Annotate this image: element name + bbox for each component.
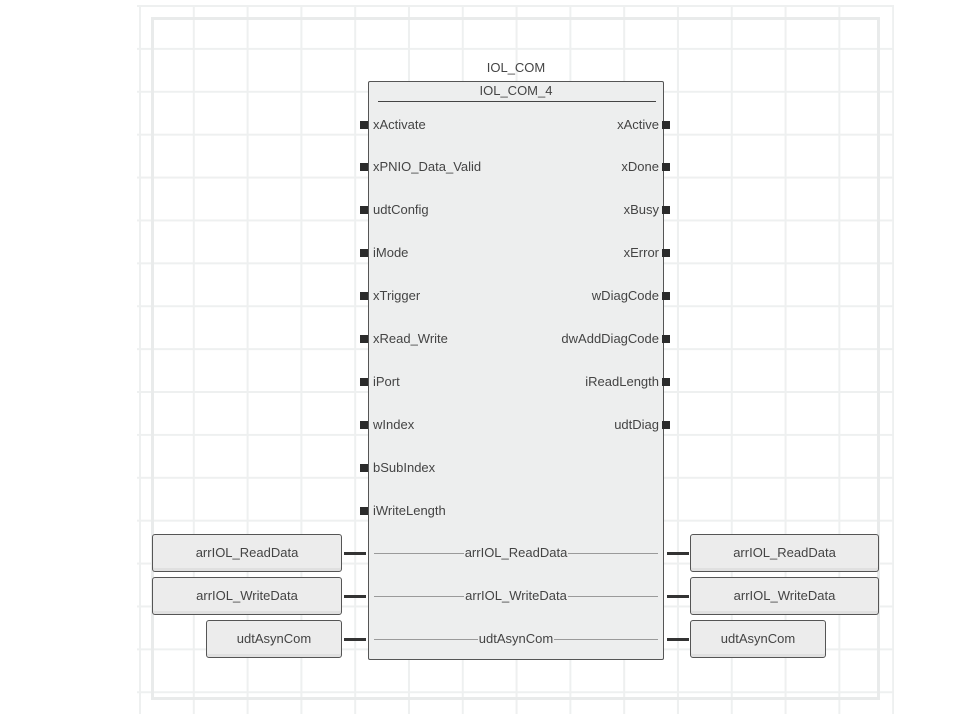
pin-connector-icon[interactable] [662, 206, 670, 214]
left-connection-wire[interactable] [344, 638, 366, 641]
right-variable-box[interactable]: udtAsynCom [690, 620, 826, 658]
right-connection-wire[interactable] [667, 638, 689, 641]
output-pin-label: dwAddDiagCode [561, 331, 659, 346]
output-pin-label: xBusy [623, 202, 659, 217]
pin-connector-icon[interactable] [360, 292, 368, 300]
inout-pin[interactable]: udtAsynCom [368, 631, 664, 647]
network-frame [151, 17, 880, 700]
right-connection-wire[interactable] [667, 552, 689, 555]
right-connection-wire[interactable] [667, 595, 689, 598]
pin-connector-icon[interactable] [662, 378, 670, 386]
output-pin-label: xActive [617, 117, 659, 132]
pin-connector-icon[interactable] [360, 163, 368, 171]
input-pin-label: xActivate [373, 117, 426, 132]
pin-connector-icon[interactable] [360, 507, 368, 515]
pin-connector-icon[interactable] [360, 335, 368, 343]
inout-pin-label: arrIOL_WriteData [464, 588, 568, 603]
left-connection-wire[interactable] [344, 552, 366, 555]
input-pin-label: iMode [373, 245, 409, 260]
output-pin-label: xError [623, 245, 659, 260]
pin-connector-icon[interactable] [662, 421, 670, 429]
left-connection-wire[interactable] [344, 595, 366, 598]
input-pin-label: bSubIndex [373, 460, 436, 475]
pin-connector-icon[interactable] [662, 249, 670, 257]
pin-connector-icon[interactable] [360, 249, 368, 257]
input-pin-label: xRead_Write [373, 331, 448, 346]
right-variable-box[interactable]: arrIOL_WriteData [690, 577, 879, 615]
block-type-label: IOL_COM [486, 60, 546, 75]
inout-pin-label: udtAsynCom [477, 631, 555, 646]
left-variable-box[interactable]: arrIOL_ReadData [152, 534, 342, 572]
input-pin-label: xPNIO_Data_Valid [373, 159, 482, 174]
output-pin-label: xDone [621, 159, 659, 174]
pin-connector-icon[interactable] [662, 292, 670, 300]
block-instance-name[interactable]: IOL_COM_4 [479, 83, 553, 98]
inout-pin[interactable]: arrIOL_WriteData [368, 588, 664, 604]
pin-connector-icon[interactable] [360, 121, 368, 129]
inout-pin[interactable]: arrIOL_ReadData [368, 545, 664, 561]
input-pin-label: iWriteLength [373, 503, 446, 518]
right-variable-box[interactable]: arrIOL_ReadData [690, 534, 879, 572]
input-pin-label: udtConfig [373, 202, 429, 217]
input-pin-label: xTrigger [373, 288, 421, 303]
output-pin-label: iReadLength [585, 374, 659, 389]
header-divider [378, 101, 656, 102]
left-variable-box[interactable]: arrIOL_WriteData [152, 577, 342, 615]
input-pin-label: wIndex [373, 417, 415, 432]
pin-connector-icon[interactable] [662, 335, 670, 343]
inout-pin-label: arrIOL_ReadData [463, 545, 569, 560]
input-pin-label: iPort [373, 374, 400, 389]
left-variable-box[interactable]: udtAsynCom [206, 620, 342, 658]
pin-connector-icon[interactable] [662, 163, 670, 171]
pin-connector-icon[interactable] [360, 464, 368, 472]
output-pin-label: udtDiag [614, 417, 659, 432]
pin-connector-icon[interactable] [360, 206, 368, 214]
pin-connector-icon[interactable] [360, 378, 368, 386]
output-pin-label: wDiagCode [591, 288, 659, 303]
pin-connector-icon[interactable] [662, 121, 670, 129]
function-block[interactable]: IOL_COM_4 [368, 81, 664, 660]
pin-connector-icon[interactable] [360, 421, 368, 429]
